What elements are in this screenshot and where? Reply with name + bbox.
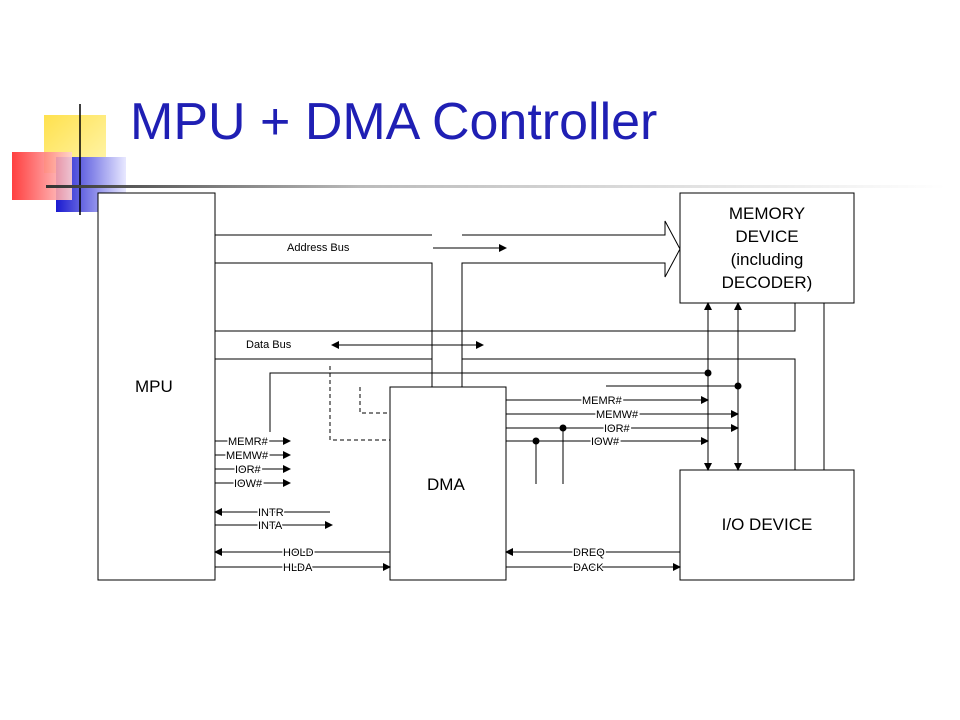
intr-label: INTR [258, 507, 284, 519]
slide-title: MPU + DMA Controller [130, 93, 658, 151]
corner-decoration [12, 104, 140, 215]
memory-label-line4: DECODER) [722, 273, 813, 292]
dma-iow-label: IOW# [591, 436, 620, 448]
memory-label-line1: MEMORY [729, 204, 805, 223]
data-bus-label: Data Bus [246, 339, 292, 351]
io-device-label: I/O DEVICE [722, 515, 813, 534]
io-device-block [679, 469, 855, 581]
dma-memr-label: MEMR# [582, 395, 623, 407]
dreq-label: DREQ [573, 547, 605, 559]
hold-label: HOLD [283, 547, 314, 559]
memory-label-line2: DEVICE [735, 227, 798, 246]
junction-dot [734, 382, 742, 390]
dma-dashed-link-lower [329, 366, 390, 441]
dma-block [389, 386, 507, 581]
inta-label: INTA [258, 520, 283, 532]
address-bus-label: Address Bus [287, 242, 350, 254]
mpu-label: MPU [135, 377, 173, 396]
memory-device-block [679, 192, 855, 304]
memory-label-line3: (including [731, 250, 804, 269]
mpu-block [97, 192, 216, 581]
dma-memw-label: MEMW# [596, 409, 639, 421]
address-bus [215, 220, 681, 387]
mpu-iow-label: IOW# [234, 478, 263, 490]
red-square [12, 152, 72, 200]
mpu-memr-label: MEMR# [228, 436, 269, 448]
dma-label: DMA [427, 475, 465, 494]
junction-dot [704, 369, 712, 377]
dack-label: DACK [573, 562, 604, 574]
mpu-control-line-upper [269, 372, 708, 432]
title-rule [46, 185, 946, 188]
dma-ior-label: IOR# [604, 423, 631, 435]
dma-dashed-link-upper [359, 387, 390, 414]
data-bus [215, 303, 825, 470]
mpu-memw-label: MEMW# [226, 450, 269, 462]
mpu-ior-label: IOR# [235, 464, 262, 476]
hlda-label: HLDA [283, 562, 313, 574]
